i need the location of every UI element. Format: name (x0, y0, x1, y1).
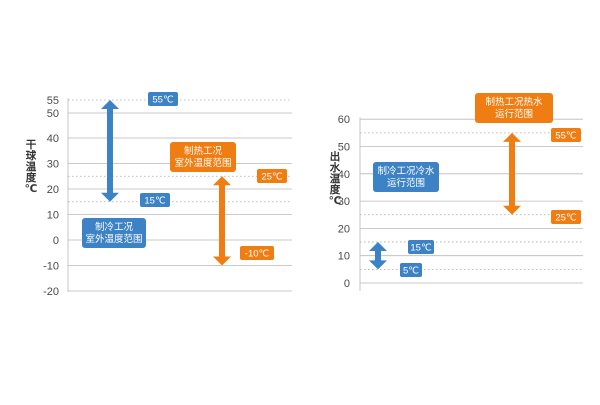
tick-label: 20 (47, 184, 59, 196)
value-tag-label: 15℃ (410, 243, 432, 254)
value-tag-label: 5℃ (403, 266, 419, 277)
range-name-box: 制热工况热水运行范围 (475, 93, 553, 123)
value-tag-label: -10℃ (245, 249, 270, 260)
tick-label: 10 (47, 210, 59, 222)
chart-2: 0102030405060出水温度℃制冷工况冷水运行范围5℃15℃制热工况热水运… (329, 93, 583, 291)
range-name-line: 室外温度范围 (85, 233, 142, 245)
value-tag: 25℃ (257, 169, 287, 183)
value-tag: 55℃ (148, 92, 178, 106)
range-name-box-bg (170, 142, 236, 172)
tick-label: 55 (47, 95, 59, 107)
tick-label: 60 (338, 114, 350, 126)
range-name-text: 制热工况室外温度范围 (174, 145, 231, 169)
tick-label: 20 (338, 223, 350, 235)
tick-label: 10 (338, 251, 350, 263)
value-tag-label: 25℃ (261, 172, 283, 183)
value-tag-bg (551, 210, 581, 224)
value-tag: -10℃ (240, 246, 274, 260)
y-axis-label-char: ℃ (25, 183, 38, 195)
y-axis-label-char: 温 (26, 160, 37, 173)
range-name-box-bg (475, 93, 553, 123)
tick-label: 40 (47, 133, 59, 145)
value-tag: 55℃ (551, 128, 581, 142)
y-axis-label-char: 出 (330, 150, 341, 163)
range-name-box: 制冷工况室外温度范围 (82, 218, 146, 248)
y-axis-label-char: 温 (330, 172, 341, 185)
y-axis-label-char: 度 (26, 171, 37, 184)
value-tag-bg (148, 92, 178, 106)
tick-label: -20 (43, 286, 59, 298)
value-tag-bg (257, 169, 287, 183)
y-axis-label: 出水温度℃ (329, 150, 342, 207)
range-arrow (101, 100, 119, 202)
value-tag-bg (400, 263, 422, 277)
tick-label: 0 (53, 235, 59, 247)
value-tag: 15℃ (140, 193, 170, 207)
range-name-line: 制热工况 (184, 145, 223, 157)
range-arrow (213, 176, 231, 266)
tick-label: 50 (338, 142, 350, 154)
range-name-line: 制热工况热水 (485, 96, 543, 108)
value-tag-bg (140, 193, 170, 207)
tick-label: 30 (47, 159, 59, 171)
y-axis-label: 干球温度℃ (25, 139, 38, 195)
y-axis-label-char: ℃ (329, 195, 342, 207)
range-name-box: 制热工况室外温度范围 (170, 142, 236, 172)
value-tag-bg (240, 246, 274, 260)
value-tag-label: 55℃ (555, 131, 577, 142)
range-name-line: 室外温度范围 (174, 157, 231, 169)
value-tag-bg (551, 128, 581, 142)
range-name-box: 制冷工况冷水运行范围 (373, 162, 439, 192)
range-arrow-shape (213, 176, 231, 266)
chart-1: -20-100102030405055干球温度℃制冷工况室外温度范围15℃55℃… (25, 92, 292, 298)
range-name-box-bg (373, 162, 439, 192)
range-name-text: 制热工况热水运行范围 (485, 96, 543, 120)
range-name-line: 制冷工况 (95, 221, 134, 233)
range-name-line: 运行范围 (387, 177, 425, 189)
tick-label: 0 (344, 278, 350, 290)
y-axis-label-char: 水 (329, 161, 341, 174)
y-axis-label-char: 球 (26, 149, 37, 162)
value-tag: 15℃ (408, 240, 434, 254)
range-arrow (369, 242, 387, 270)
value-tag-bg (408, 240, 434, 254)
tick-label: 50 (47, 108, 59, 120)
value-tag: 5℃ (400, 263, 422, 277)
value-tag-label: 15℃ (144, 196, 166, 207)
value-tag-label: 25℃ (555, 213, 577, 224)
y-axis-label-char: 干 (26, 139, 37, 151)
range-arrow (503, 132, 521, 215)
range-name-box-bg (82, 218, 146, 248)
range-arrow-shape (101, 100, 119, 202)
range-name-line: 运行范围 (495, 108, 533, 120)
y-axis-label-char: 度 (330, 183, 341, 196)
range-name-text: 制冷工况冷水运行范围 (377, 165, 435, 189)
range-name-line: 制冷工况冷水 (377, 165, 435, 177)
tick-label: 30 (338, 196, 350, 208)
range-arrow-shape (503, 132, 521, 215)
value-tag: 25℃ (551, 210, 581, 224)
range-name-text: 制冷工况室外温度范围 (85, 221, 142, 245)
tick-label: -10 (43, 261, 59, 273)
range-arrow-shape (369, 242, 387, 270)
value-tag-label: 55℃ (152, 95, 174, 106)
tick-label: 40 (338, 169, 350, 181)
